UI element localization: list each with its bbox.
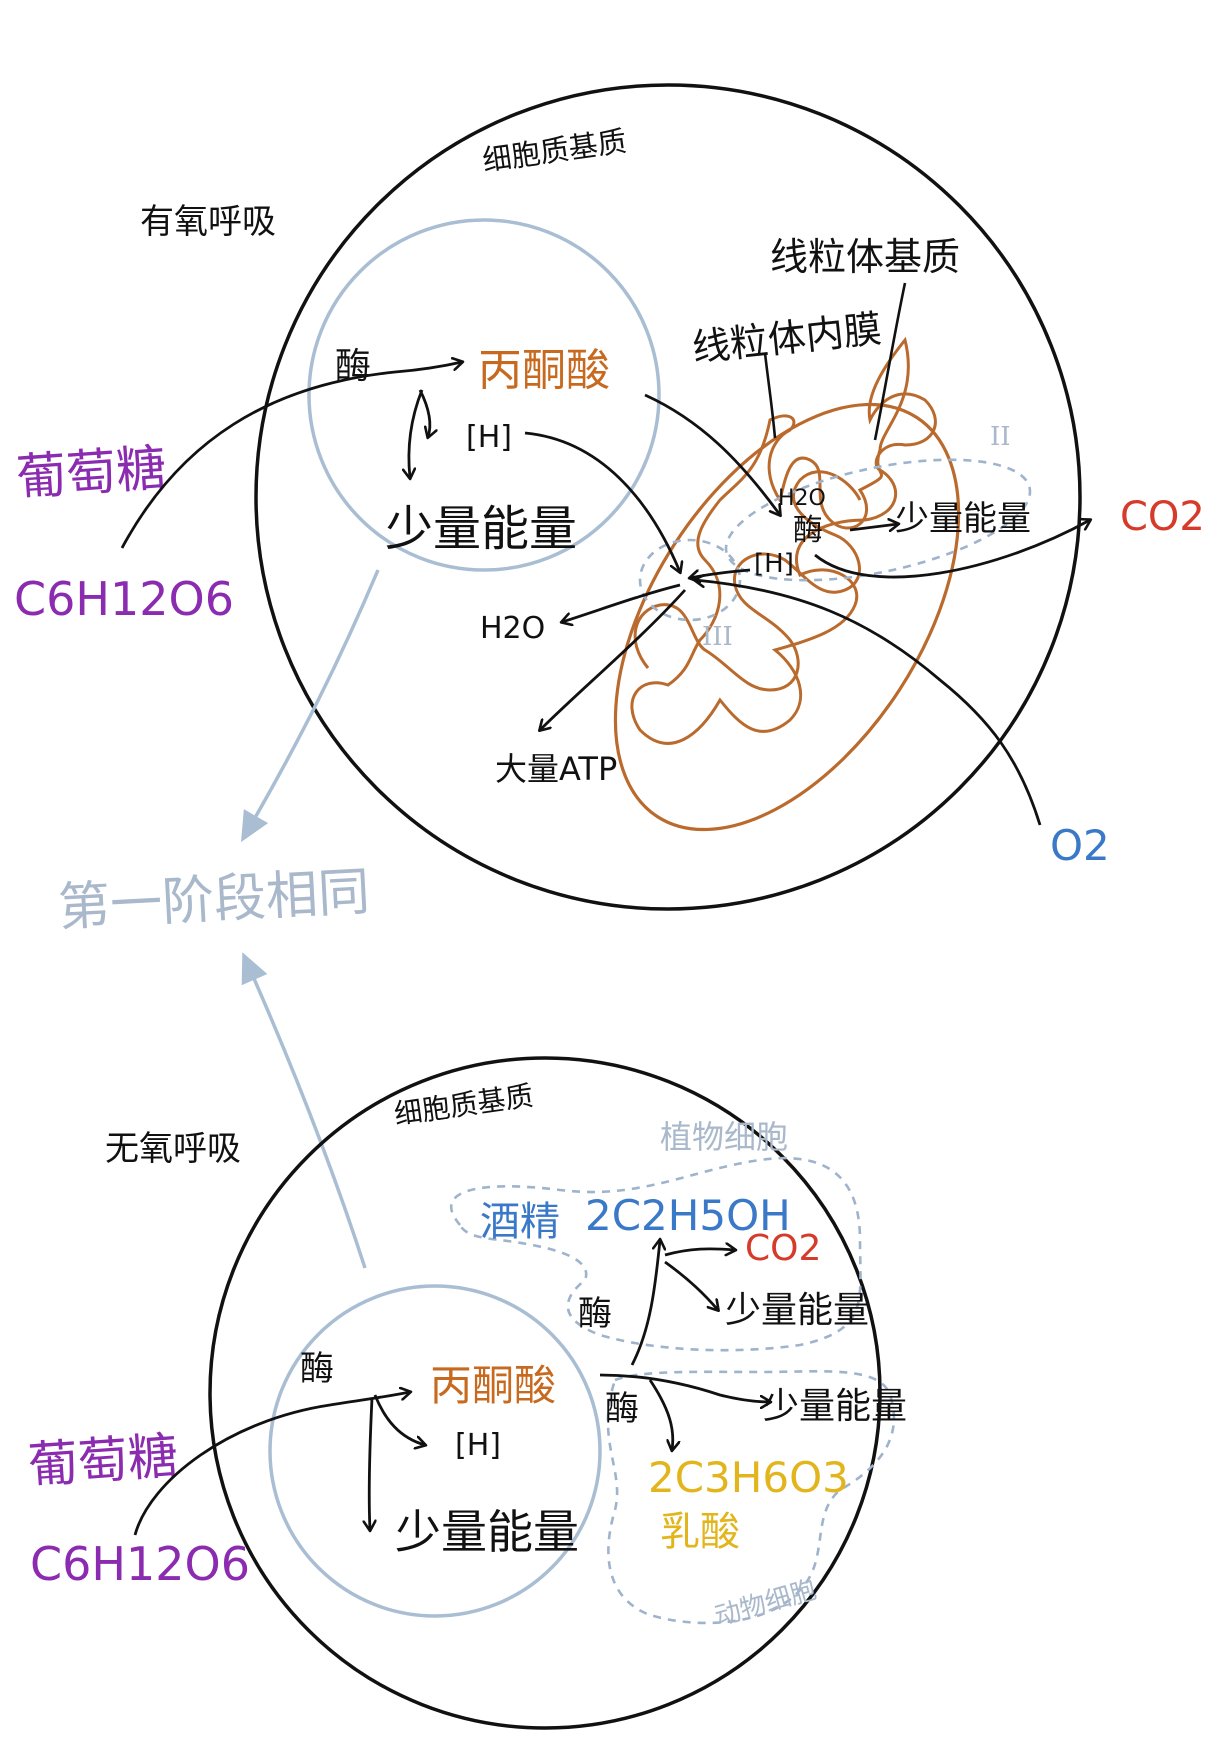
aerobic-h2o-out: H2O — [480, 611, 545, 646]
matrix-to-co2-arrow — [814, 520, 1090, 579]
lactic-acid-label: 乳酸 — [660, 1509, 740, 1555]
pyruvate-to-plant-arrow — [630, 1240, 660, 1366]
aerobic-pyruvate: 丙酮酸 — [478, 345, 610, 396]
anaerobic-title: 无氧呼吸 — [105, 1129, 241, 1169]
animal-small-energy: 少量能量 — [763, 1386, 907, 1427]
h-to-stage3-arrow — [524, 431, 680, 572]
stage3-label: III — [702, 622, 733, 652]
mitochondrion-outer-membrane — [613, 402, 961, 832]
alcohol-label: 酒精 — [480, 1199, 560, 1245]
stage3-to-h2o-arrow — [562, 583, 681, 622]
aerobic-to-energy-arrow — [409, 389, 424, 478]
anaerobic-co2: CO2 — [745, 1228, 821, 1269]
aerobic-to-h-arrow — [418, 389, 430, 437]
stage2-dashed-region — [724, 458, 1032, 582]
matrix-small-energy: 少量能量 — [895, 499, 1031, 539]
plant-to-energy-arrow — [664, 1260, 718, 1310]
anaerobic-cell-circle — [208, 1056, 882, 1730]
anaerobic-small-energy: 少量能量 — [395, 1505, 579, 1559]
animal-cell-dashed-region — [606, 1369, 896, 1625]
pyruvate-to-matrix-arrow — [644, 393, 780, 515]
aerobic-cell-circle — [254, 83, 1082, 911]
mitochondrion-inner-membrane — [630, 336, 937, 745]
inner-membrane-pointer — [763, 352, 777, 439]
aerobic-atp: 大量ATP — [495, 750, 617, 788]
pyruvate-to-animal-arrow — [599, 1373, 770, 1402]
aerobic-first-stage-region — [307, 218, 661, 572]
plant-enzyme: 酶 — [578, 1294, 612, 1334]
aerobic-o2: O2 — [1050, 821, 1110, 870]
stage2-label: II — [990, 422, 1011, 452]
aerobic-h: [H] — [466, 420, 512, 455]
animal-enzyme: 酶 — [605, 1389, 639, 1429]
plant-cell-label: 植物细胞 — [660, 1118, 788, 1156]
inner-membrane-label: 线粒体内膜 — [690, 306, 884, 370]
anaerobic-to-energy-arrow — [369, 1397, 372, 1530]
alcohol-formula: 2C2H5OH — [585, 1191, 791, 1240]
aerobic-section: 有氧呼吸 细胞质基质 葡萄糖 C6H12O6 酶 丙酮酸 [H] 少量能量 II… — [14, 83, 1205, 911]
plant-cell-dashed-region — [449, 1156, 862, 1352]
anaerobic-to-common-arrow — [241, 952, 367, 1269]
animal-to-lactic-arrow — [648, 1379, 673, 1450]
plant-to-co2-arrow — [664, 1249, 735, 1255]
anaerobic-h: [H] — [455, 1428, 501, 1463]
matrix-h2o-in: H2O — [778, 486, 826, 511]
aerobic-cytoplasm-label: 细胞质基质 — [480, 124, 628, 178]
aerobic-small-energy: 少量能量 — [385, 501, 577, 557]
matrix-enzyme: 酶 — [793, 513, 823, 548]
anaerobic-section: 无氧呼吸 细胞质基质 葡萄糖 C6H12O6 酶 丙酮酸 [H] 少量能量 植物… — [26, 1056, 907, 1730]
matrix-h-to-stage3-arrow — [690, 568, 751, 578]
anaerobic-cytoplasm-label: 细胞质基质 — [392, 1079, 535, 1131]
aerobic-glucose-arrow — [120, 362, 462, 549]
matrix-h: [H] — [754, 549, 794, 579]
stage3-dashed-region — [638, 538, 742, 622]
aerobic-enzyme: 酶 — [335, 346, 371, 387]
matrix-label: 线粒体基质 — [770, 235, 960, 279]
anaerobic-glucose-label: 葡萄糖 — [26, 1427, 180, 1495]
anaerobic-to-h-arrow — [373, 1394, 425, 1445]
matrix-to-energy-arrow — [849, 524, 898, 530]
matrix-pointer — [873, 282, 907, 441]
first-stage-same-label: 第一阶段相同 — [57, 862, 372, 938]
aerobic-to-common-arrow — [240, 569, 380, 843]
mitochondrion-cristae — [633, 470, 862, 692]
stage3-to-atp-arrow — [540, 589, 687, 730]
o2-to-stage3-arrow — [695, 580, 1042, 826]
plant-small-energy: 少量能量 — [725, 1290, 869, 1331]
animal-cell-label: 动物细胞 — [711, 1575, 819, 1633]
anaerobic-first-stage-region — [268, 1284, 602, 1618]
aerobic-glucose-label: 葡萄糖 — [14, 439, 168, 507]
aerobic-title: 有氧呼吸 — [140, 202, 276, 242]
lactic-formula: 2C3H6O3 — [648, 1453, 849, 1502]
aerobic-co2: CO2 — [1120, 494, 1205, 540]
anaerobic-enzyme: 酶 — [300, 1349, 334, 1389]
aerobic-glucose-formula: C6H12O6 — [14, 572, 234, 626]
anaerobic-glucose-formula: C6H12O6 — [30, 1537, 250, 1591]
anaerobic-pyruvate: 丙酮酸 — [430, 1361, 556, 1410]
